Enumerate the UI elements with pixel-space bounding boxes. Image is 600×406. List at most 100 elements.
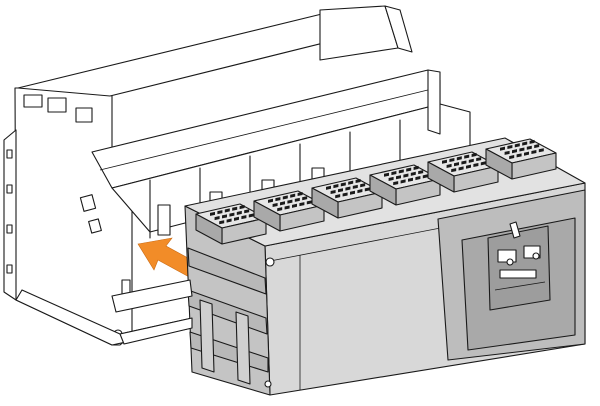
terminal-hole [239,205,245,210]
terminal-hole [466,164,471,169]
terminal-hole [350,190,355,195]
breaker-mechanism [487,221,551,311]
terminal-hole [446,163,452,168]
terminal-hole [268,198,273,203]
terminal-hole [534,144,540,149]
terminal-hole [292,203,297,208]
chassis-upper-rail-line [99,87,437,171]
terminal-hole [280,201,285,206]
terminal-hole [214,216,220,221]
push-button [506,258,514,266]
terminal-hole [360,183,366,188]
terminal-hole [449,157,455,163]
chassis-flange-slots [6,149,13,274]
terminal-grid-icon [210,205,254,225]
terminal-hole [388,176,394,181]
chassis-lower-rail [119,317,193,345]
terminal-hole [408,177,413,182]
terminal-hole [473,162,479,168]
terminal-block [369,164,441,206]
mechanism-label-plate [499,269,537,279]
chassis-top-box-side [384,5,413,53]
terminal-block-side [311,187,339,219]
terminal-hole [418,170,424,175]
terminal-hole [340,182,346,187]
terminal-block-side [485,148,513,180]
terminal-hole [509,155,515,160]
breaker-side-steps [187,247,269,385]
terminal-hole [241,215,247,220]
terminal-hole [522,141,528,146]
terminal-block [311,177,383,219]
terminal-hole [229,212,235,217]
terminal-hole [504,150,510,155]
terminal-hole [415,176,421,181]
terminal-hole [217,210,223,215]
terminal-grid-icon [326,178,370,199]
terminal-hole [345,186,351,191]
terminal-hole [294,197,300,202]
terminal-hole [330,189,336,195]
terminal-hole [526,145,532,150]
terminal-grid-icon [268,191,312,212]
terminal-hole [451,168,457,173]
terminal-hole [413,165,419,170]
terminal-hole [222,214,227,219]
terminal-hole [226,218,232,223]
terminal-block-side [427,161,455,193]
chassis-top-box [319,5,399,61]
terminal-grid-icon [500,139,544,160]
terminal-block [427,151,499,193]
terminal-hole [333,184,339,189]
terminal-hole [287,199,293,204]
chassis-right-plate [427,69,441,135]
terminal-hole [468,158,474,163]
terminal-hole [282,195,288,200]
terminal-hole [302,196,308,201]
terminal-hole [464,154,470,159]
terminal-hole [512,149,517,154]
terminal-hole [531,149,537,155]
terminal-hole [529,139,535,144]
terminal-hole [471,152,477,157]
terminal-hole [410,171,416,176]
terminal-hole [458,166,464,171]
terminal-block-side [195,213,223,245]
terminal-hole [234,216,239,221]
terminal-hole [391,171,397,176]
terminal-hole [355,178,361,184]
terminal-hole [400,179,406,184]
terminal-block-side [369,174,397,206]
terminal-hole [500,146,505,151]
terminal-hole [297,191,303,197]
terminal-hole [406,167,412,172]
terminal-hole [299,202,305,207]
terminal-hole [393,181,399,186]
terminal-hole [480,161,486,166]
terminal-hole [326,185,331,190]
terminal-hole [476,157,482,162]
terminal-hole [442,159,447,164]
terminal-hole [236,210,242,215]
terminal-grid-icon [442,152,486,173]
terminal-hole [422,174,428,179]
terminal-hole [364,187,370,192]
terminal-hole [538,148,544,153]
chassis-foreground [111,279,193,345]
terminal-hole [338,188,343,193]
terminal-hole [398,169,404,174]
chassis-back-wall [111,103,471,233]
terminal-block [253,190,325,232]
terminal-hole [224,208,230,213]
terminal-hole [514,143,520,148]
terminal-hole [275,197,281,202]
terminal-hole [384,172,389,177]
terminal-hole [210,211,215,216]
chassis-left-rail [111,279,193,313]
terminal-hole [396,175,401,180]
terminal-hole [248,213,254,218]
terminal-hole [244,209,250,214]
terminal-hole [516,153,522,158]
